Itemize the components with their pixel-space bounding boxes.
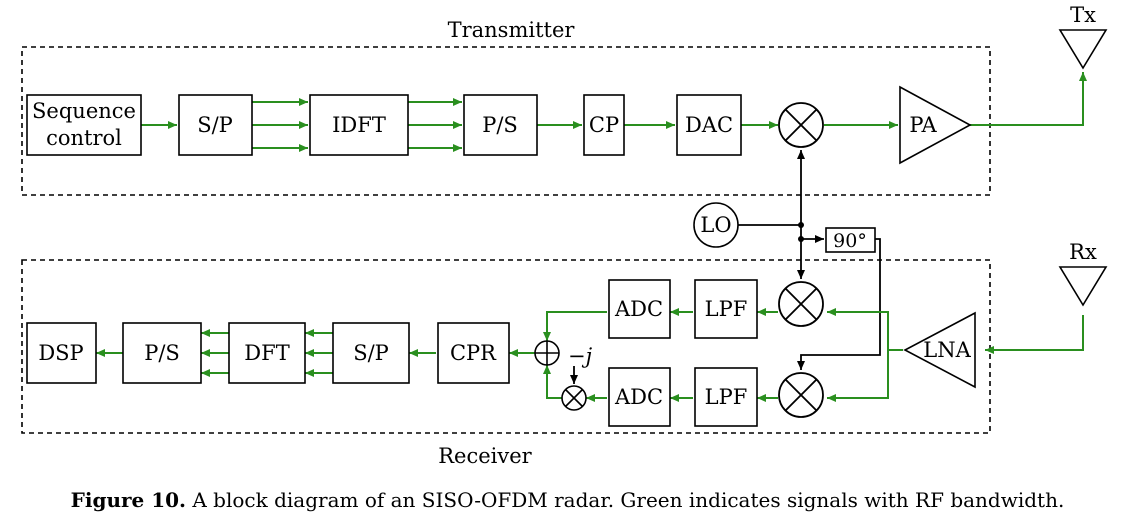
rx-dft-label: DFT <box>244 341 289 365</box>
tx-signal-lines <box>141 72 1087 152</box>
transmitter-label: Transmitter <box>448 18 576 42</box>
tx-idft-label: IDFT <box>332 113 386 137</box>
rx-lna-label: LNA <box>923 338 971 362</box>
tx-mixer <box>778 102 824 148</box>
tx-antenna-icon <box>1058 29 1108 70</box>
rx-lpf-i-label: LPF <box>705 297 748 321</box>
rx-sp-block <box>332 322 410 384</box>
lo-junction-dot <box>798 222 804 228</box>
rx-rf-lines <box>96 308 1084 402</box>
rx-dft-block <box>228 322 306 384</box>
phase-shift-label: 90° <box>833 230 867 252</box>
rx-mixer-i <box>778 281 824 327</box>
rx-ps-label: P/S <box>144 341 180 365</box>
phase-shift-block <box>825 227 876 253</box>
rx-dsp-block <box>26 322 97 384</box>
rx-lpf-q-label: LPF <box>705 385 748 409</box>
tx-dac-block <box>676 94 742 156</box>
rx-antenna-icon <box>1058 266 1108 307</box>
rx-ps-block <box>122 322 202 384</box>
rx-sp-label: S/P <box>353 341 389 365</box>
tx-dac-label: DAC <box>685 113 733 137</box>
rx-mixer-q <box>778 372 824 418</box>
lo-oscillator <box>693 202 739 248</box>
figure-caption-text: A block diagram of an SISO-OFDM radar. G… <box>192 488 1065 512</box>
rx-lpf-q-block <box>694 367 758 427</box>
receiver-label: Receiver <box>438 444 532 468</box>
lo-lines <box>738 150 881 370</box>
lo-junction-dot-2 <box>798 236 804 242</box>
tx-antenna-label: Tx <box>1070 3 1096 27</box>
rx-cpr-block <box>437 322 510 384</box>
tx-sp-block <box>178 94 253 156</box>
rx-adder <box>534 340 560 366</box>
tx-idft-block <box>309 94 409 156</box>
rx-adc-q-label: ADC <box>614 385 663 409</box>
tx-sp-label: S/P <box>197 113 233 137</box>
rx-lna-amplifier <box>903 311 976 389</box>
rx-minus-j-multiplier <box>561 385 587 411</box>
lo-label: LO <box>700 213 731 237</box>
tx-pa-label: PA <box>909 113 937 137</box>
rx-antenna-label: Rx <box>1069 240 1097 264</box>
sequence-control-label-line1: Sequence <box>32 99 136 123</box>
minus-j-label: −j <box>568 344 593 368</box>
rx-lpf-i-block <box>694 279 758 339</box>
rx-dsp-label: DSP <box>38 341 83 365</box>
rx-cpr-label: CPR <box>450 341 497 365</box>
sequence-control-label-line2: control <box>46 126 122 150</box>
tx-ps-label: P/S <box>482 113 518 137</box>
figure-caption: Figure 10. A block diagram of an SISO-OF… <box>0 488 1135 512</box>
rx-adc-i-label: ADC <box>614 297 663 321</box>
rx-adc-i-block <box>608 279 671 339</box>
tx-ps-block <box>463 94 538 156</box>
tx-cp-label: CP <box>589 113 619 137</box>
rx-adc-q-block <box>608 367 671 427</box>
sequence-control-block <box>26 94 142 156</box>
tx-pa-amplifier <box>899 85 972 165</box>
tx-cp-block <box>583 94 625 156</box>
figure-caption-label: Figure 10. <box>70 488 187 512</box>
